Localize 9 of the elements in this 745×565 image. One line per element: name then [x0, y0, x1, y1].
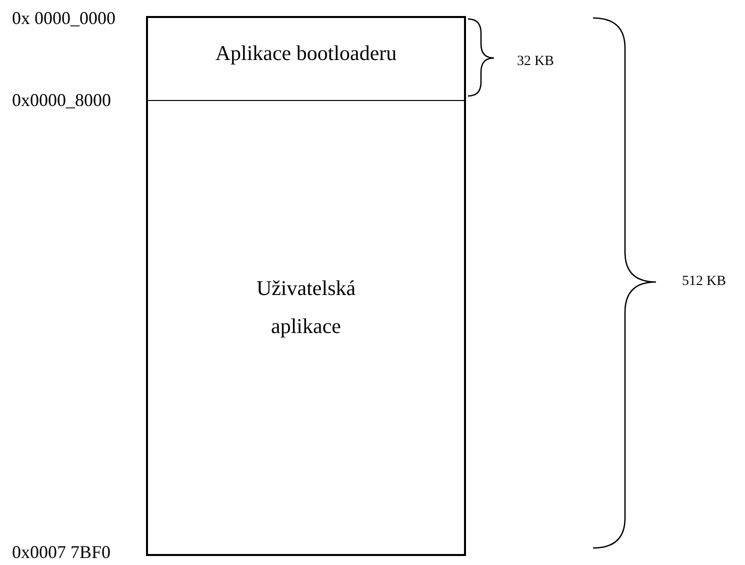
memory-region — [146, 16, 466, 101]
region-label: Uživatelská aplikace — [255, 275, 357, 340]
memory-region — [146, 100, 466, 556]
address-label: 0x 0000_0000 — [12, 8, 116, 29]
size-label: 32 KB — [517, 54, 554, 70]
region-label: Aplikace bootloaderu — [215, 40, 397, 67]
address-label: 0x0007 7BF0 — [12, 542, 111, 563]
address-label: 0x0000_8000 — [12, 90, 111, 111]
size-label: 512 KB — [682, 274, 726, 290]
